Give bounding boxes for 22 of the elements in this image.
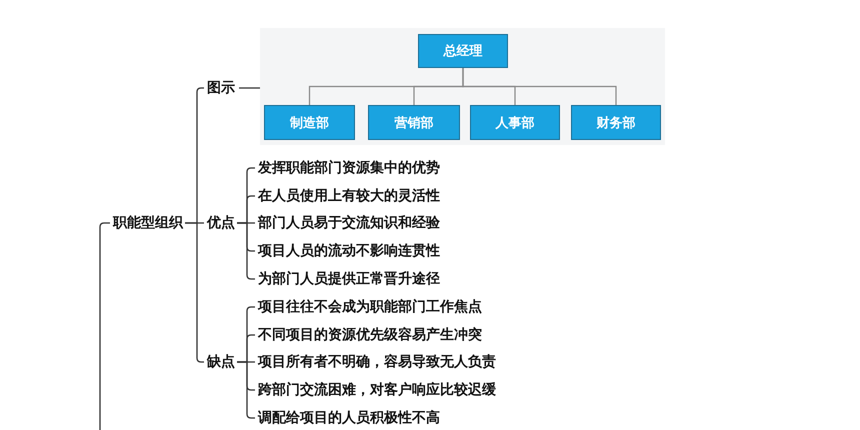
- topic-text: 跨部门交流困难，对客户响应比较迟缓: [258, 381, 496, 399]
- org-box: 营销部: [368, 105, 460, 140]
- topic-text: 部门人员易于交流知识和经验: [258, 214, 440, 232]
- topic-text: 优点: [207, 214, 235, 232]
- topic-text: 不同项目的资源优先级容易产生冲突: [258, 326, 482, 344]
- topic-text: 缺点: [207, 353, 235, 371]
- org-box: 制造部: [264, 105, 355, 140]
- chart-picture: [260, 28, 665, 145]
- org-box: 人事部: [470, 105, 560, 140]
- topic-text: 发挥职能部门资源集中的优势: [258, 159, 440, 177]
- topic-text: 项目所有者不明确，容易导致无人负责: [258, 353, 496, 371]
- topic-text: 项目人员的流动不影响连贯性: [258, 242, 440, 260]
- topic-text: 在人员使用上有较大的灵活性: [258, 187, 440, 205]
- org-box: 总经理: [418, 34, 508, 68]
- bracket-line: [239, 87, 260, 89]
- connector-line: [462, 68, 617, 105]
- topic-text: 图示: [207, 79, 235, 97]
- topic-text: 项目往往不会成为职能部门工作焦点: [258, 298, 482, 316]
- org-box: 财务部: [571, 105, 661, 140]
- topic-text: 职能型组织: [113, 214, 183, 232]
- topic-text: 调配给项目的人员积极性不高: [258, 409, 440, 427]
- topic-text: 为部门人员提供正常晋升途径: [258, 270, 440, 288]
